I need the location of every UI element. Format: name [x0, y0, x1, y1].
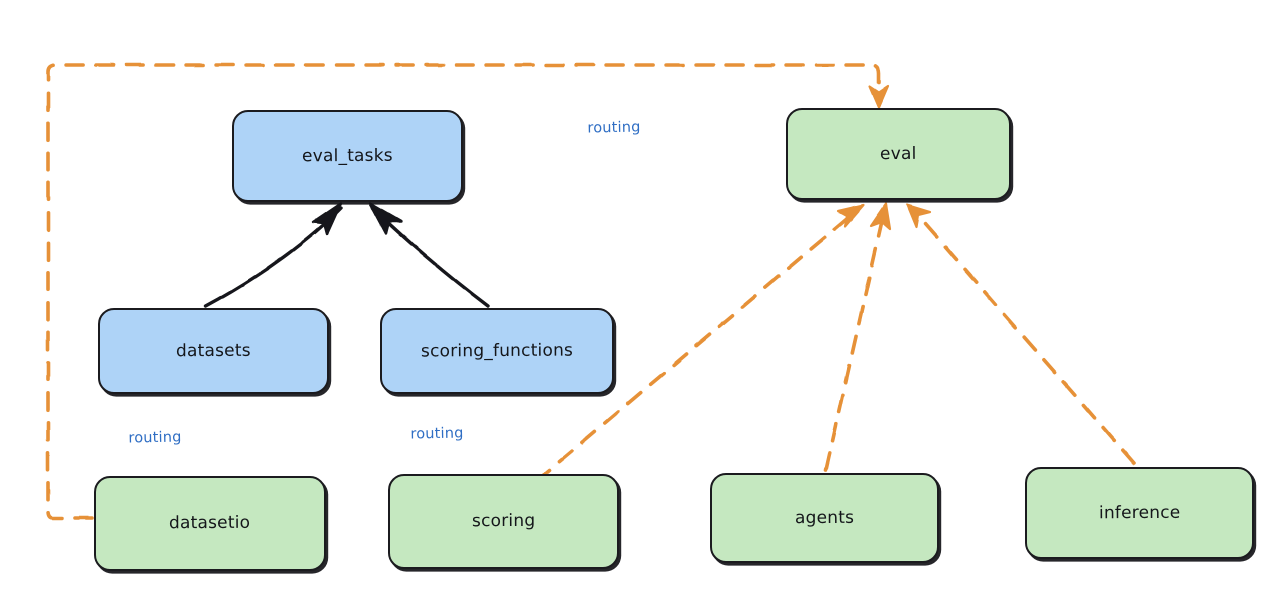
node-scoring[interactable]: scoring: [388, 474, 619, 569]
node-eval-tasks[interactable]: eval_tasks: [232, 110, 463, 202]
node-scoring-label: scoring: [471, 510, 536, 532]
node-eval[interactable]: eval: [786, 108, 1011, 200]
edge-inference-to-eval: [905, 203, 1136, 465]
node-inference-label: inference: [1098, 502, 1181, 523]
edge-label-routing-datasets: routing: [128, 429, 182, 447]
node-eval-tasks-label: eval_tasks: [302, 145, 393, 166]
node-datasetio[interactable]: datasetio: [94, 476, 326, 571]
node-datasets[interactable]: datasets: [98, 308, 329, 394]
edge-scoring-functions-to-eval-tasks: [368, 201, 490, 308]
edge-label-routing-eval: routing: [587, 119, 641, 137]
edge-datasetio-to-eval: [46, 63, 890, 520]
node-eval-label: eval: [880, 143, 917, 164]
node-datasetio-label: datasetio: [169, 512, 251, 534]
edge-label-routing-scoring: routing: [410, 425, 464, 443]
node-agents-label: agents: [794, 507, 855, 528]
node-datasets-label: datasets: [176, 340, 251, 361]
edge-datasets-to-eval-tasks: [204, 201, 343, 308]
node-inference[interactable]: inference: [1025, 467, 1254, 559]
node-agents[interactable]: agents: [710, 473, 939, 563]
node-scoring-functions[interactable]: scoring_functions: [380, 308, 614, 394]
edge-agents-to-eval: [824, 202, 892, 472]
node-scoring-functions-label: scoring_functions: [420, 340, 574, 362]
